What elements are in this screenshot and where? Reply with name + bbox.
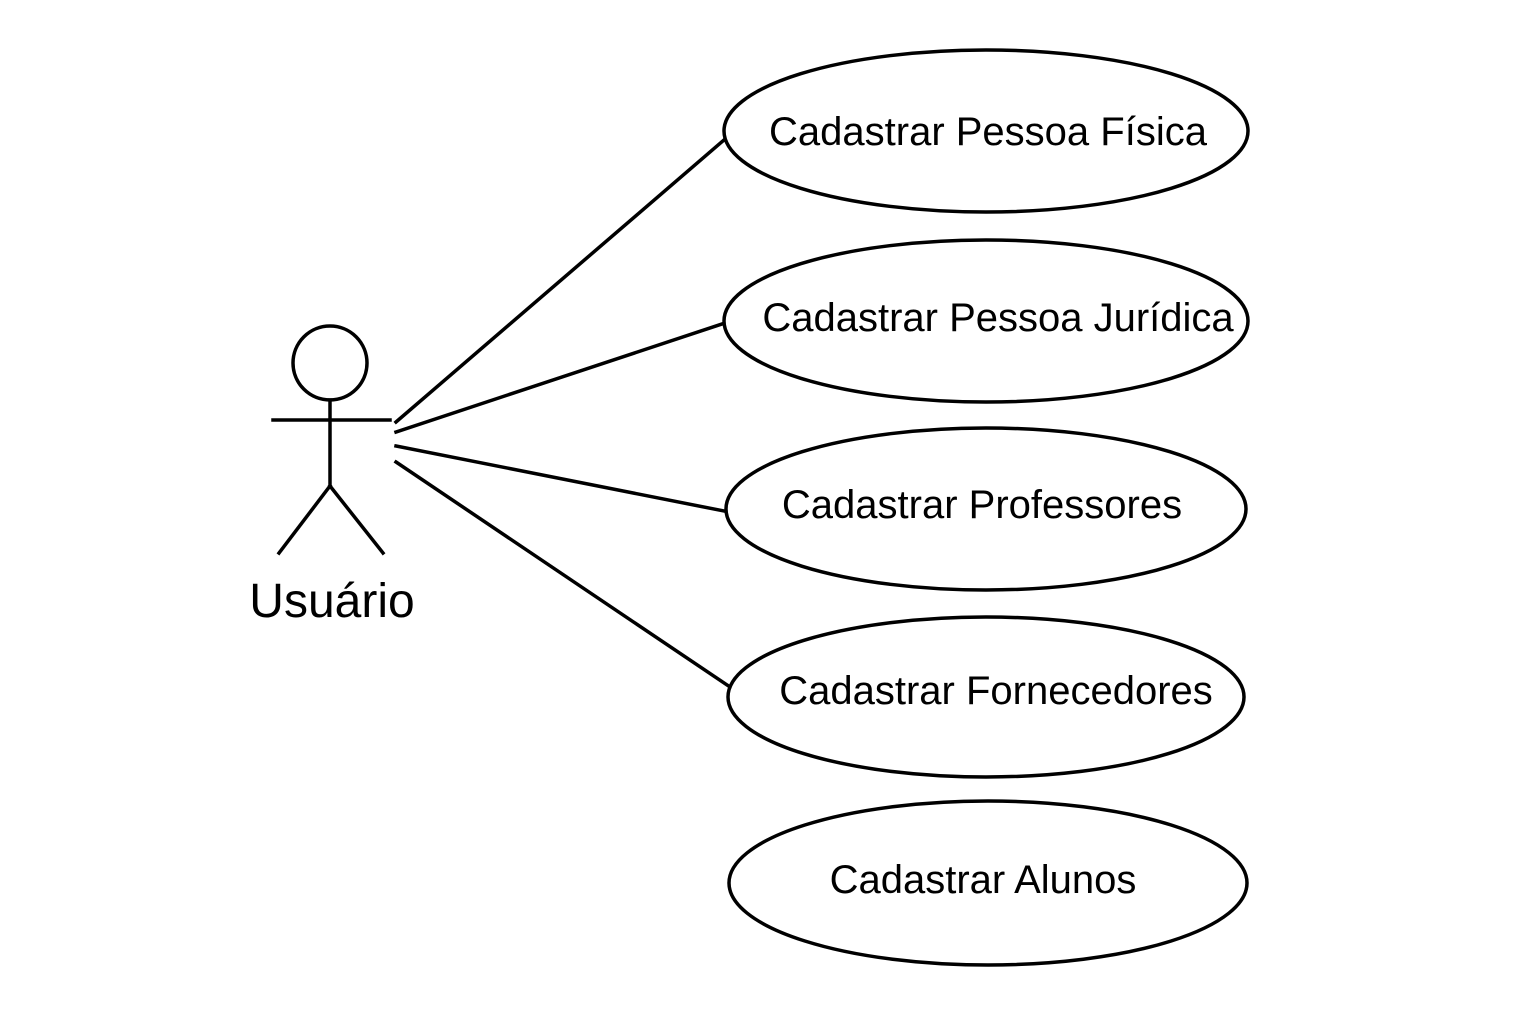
association-line-1 (393, 321, 725, 435)
actor-left-leg (276, 483, 333, 556)
use-case-label: Cadastrar Pessoa Jurídica (762, 296, 1234, 340)
association-line-2 (393, 443, 727, 514)
actor-name: Usuário (249, 575, 414, 628)
use-case-label: Cadastrar Professores (782, 483, 1182, 527)
use-case-ellipse (724, 426, 1248, 592)
actor: Usuário (249, 324, 415, 628)
associations (393, 137, 733, 690)
use-case-ellipse (722, 238, 1250, 404)
association-line-3 (393, 459, 733, 690)
use-case-juridica: Cadastrar Pessoa Jurídica (722, 238, 1250, 404)
use-case-alunos: Cadastrar Alunos (727, 799, 1249, 967)
association-line-0 (393, 137, 727, 425)
use-case-label: Cadastrar Fornecedores (779, 669, 1213, 713)
use-case-label: Cadastrar Pessoa Física (769, 110, 1208, 154)
use-case-fornecedores: Cadastrar Fornecedores (726, 615, 1246, 779)
actor-head (291, 324, 369, 402)
use-case-ellipse (727, 799, 1249, 967)
use-case-fisica: Cadastrar Pessoa Física (722, 48, 1250, 214)
use-case-ellipse (722, 48, 1250, 214)
use-case-label: Cadastrar Alunos (830, 858, 1137, 902)
actor-icon (271, 324, 392, 556)
actor-right-leg (327, 483, 386, 556)
use-case-professores: Cadastrar Professores (724, 426, 1248, 592)
use-case-ellipse (726, 615, 1246, 779)
